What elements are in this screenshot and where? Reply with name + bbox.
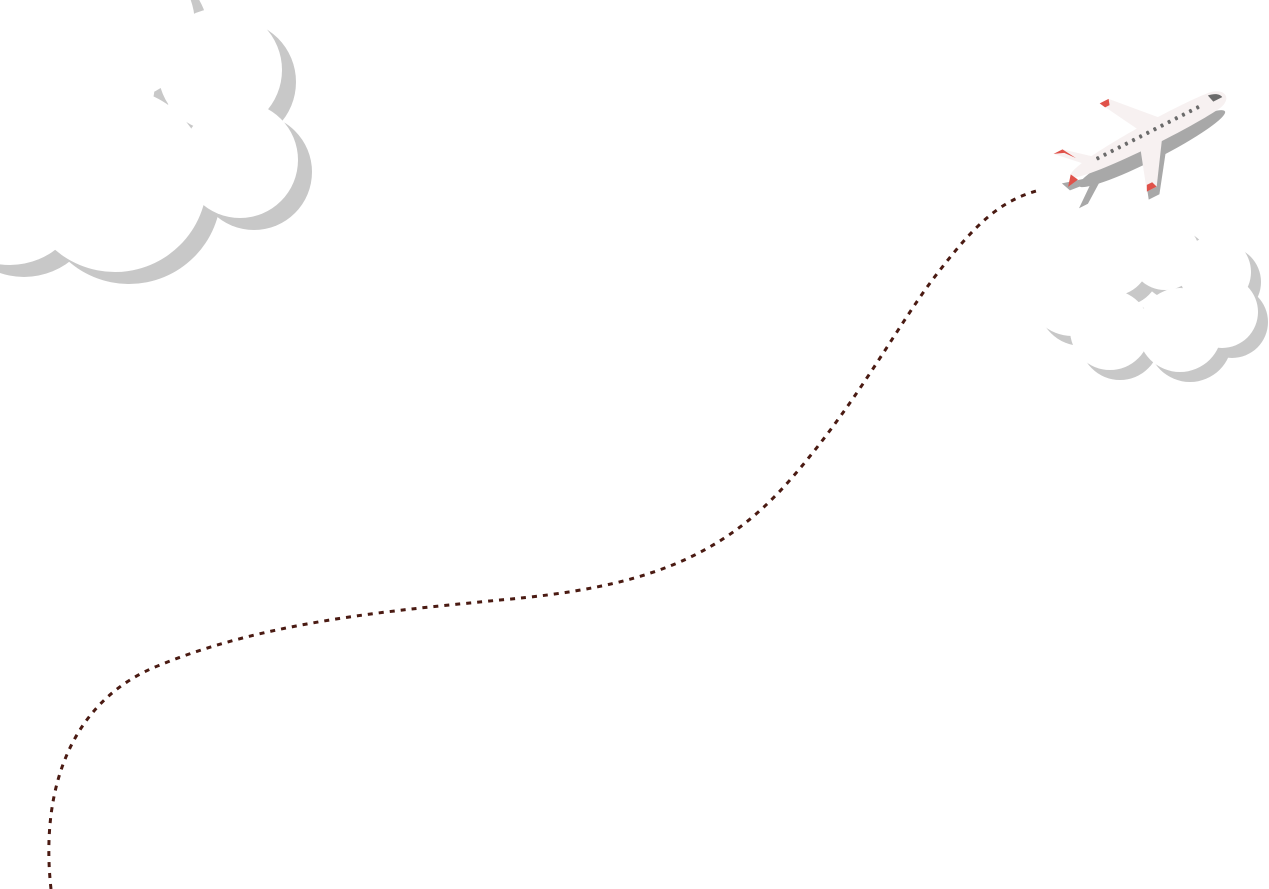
airplane-tail-accent bbox=[1068, 174, 1078, 187]
small-cloud-body bbox=[1028, 220, 1258, 372]
dotted-flight-path bbox=[47, 188, 1041, 889]
large-cloud bbox=[0, 0, 312, 284]
airplane-windows bbox=[1095, 105, 1200, 161]
airplane-icon bbox=[1053, 91, 1227, 209]
airplane-bottom-wing bbox=[1140, 137, 1163, 192]
airplane-top-wing bbox=[1099, 98, 1159, 130]
small-cloud bbox=[1028, 220, 1268, 382]
airplane-cockpit bbox=[1207, 94, 1223, 102]
large-cloud-body bbox=[0, 0, 298, 272]
airplane-tail-fin bbox=[1053, 149, 1096, 165]
